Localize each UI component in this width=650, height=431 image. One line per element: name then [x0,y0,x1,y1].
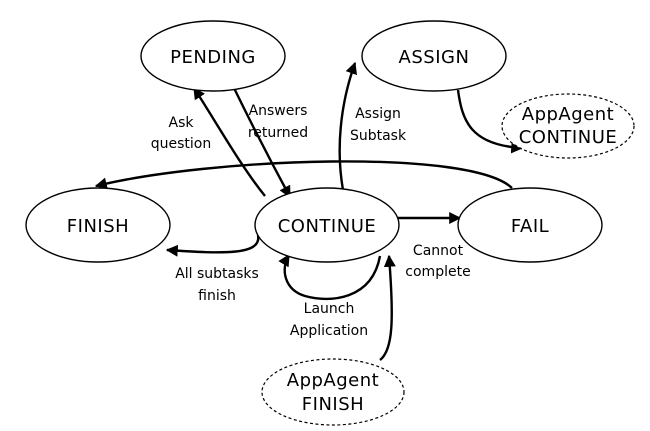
state-pending: PENDING [140,20,286,92]
edge-continue-self-loop [278,253,382,301]
state-appagent-continue-line1: AppAgent [522,104,614,125]
edge-fail-to-finish [94,160,513,190]
state-appagent-finish: AppAgent FINISH [261,358,405,426]
label-assign-subtask-line1: Assign [355,106,401,122]
label-all-subtasks-finish-line2: finish [198,288,236,304]
label-all-subtasks-finish-line1: All subtasks [175,266,259,282]
label-launch-application-line1: Launch [304,301,355,317]
edge-continue-to-finish [165,234,260,257]
edge-continue-to-pending [192,86,266,197]
label-ask-question: Ask question [151,115,211,152]
label-answers-returned-line2: returned [248,125,308,141]
state-appagent-continue: AppAgent CONTINUE [501,93,635,159]
state-pending-label: PENDING [170,47,256,68]
edge-continue-to-assign [338,61,358,191]
state-fail: FAIL [457,187,603,263]
state-continue: CONTINUE [254,187,400,263]
state-continue-label: CONTINUE [278,216,377,237]
label-cannot-complete-line2: complete [405,264,470,280]
state-finish: FINISH [25,187,171,263]
label-cannot-complete: Cannot complete [405,243,470,280]
edge-assign-to-appagent-continue [456,89,524,154]
label-assign-subtask: Assign Subtask [350,106,407,144]
label-launch-application-line2: Application [290,323,368,339]
edge-appagent-finish-to-continue [379,254,396,361]
state-appagent-finish-line2: FINISH [302,394,364,415]
label-ask-question-line2: question [151,136,211,152]
label-launch-application: Launch Application [290,301,368,339]
state-assign-label: ASSIGN [399,47,470,68]
label-all-subtasks-finish: All subtasks finish [175,266,259,304]
state-appagent-finish-line1: AppAgent [287,370,379,391]
edge-pending-to-continue [232,87,292,199]
state-assign: ASSIGN [361,20,507,92]
state-appagent-continue-line2: CONTINUE [519,127,618,148]
label-cannot-complete-line1: Cannot [413,243,464,259]
state-fail-label: FAIL [511,216,549,237]
label-answers-returned-line1: Answers [249,103,308,119]
state-finish-label: FINISH [67,216,129,237]
label-answers-returned: Answers returned [248,103,308,141]
label-assign-subtask-line2: Subtask [350,128,407,144]
label-ask-question-line1: Ask [169,115,195,131]
